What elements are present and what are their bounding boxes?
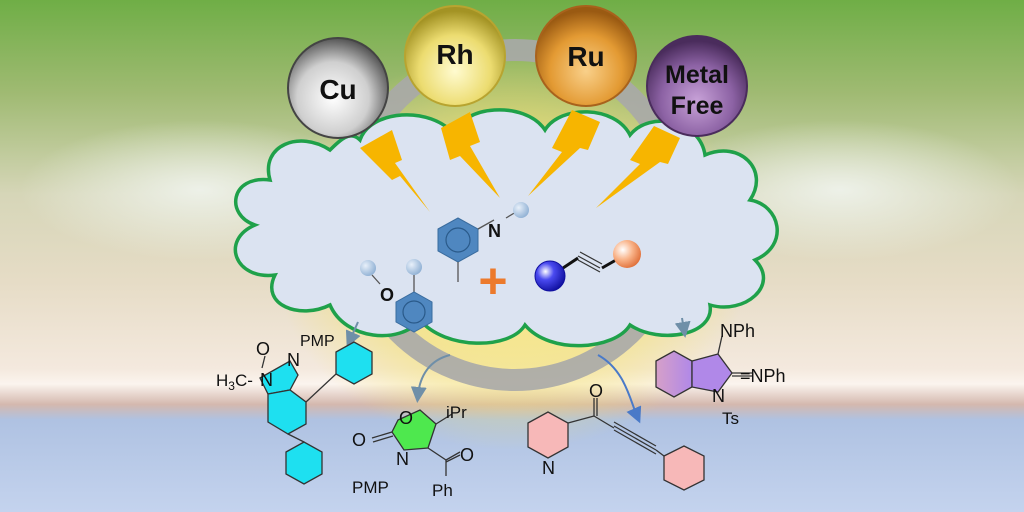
phenol-oxygen-label: O	[380, 285, 394, 305]
lightning-bolts	[360, 110, 680, 212]
substituent-ball-blue	[534, 260, 566, 292]
indoline-ts: Ts	[722, 409, 739, 428]
arrow-to-benzimidazolone	[345, 321, 361, 348]
product-oxazolone: O O N PMP iPr O Ph	[352, 403, 474, 500]
indoline-n: N	[712, 386, 725, 406]
oxazolone-ring-o: O	[399, 408, 413, 428]
product-benzimidazolone: O N PMP N H3C-	[216, 333, 373, 485]
indoline-imine-1: NPh	[720, 321, 755, 341]
aniline-reactant: N	[437, 202, 529, 282]
substituent-ball-orange	[613, 240, 641, 268]
catalyst-cu-label: Cu	[319, 74, 356, 105]
lightning-bolt-icon	[360, 130, 430, 212]
catalyst-metal-label: Metal	[665, 61, 729, 89]
oxazolone-ketone-o: O	[460, 445, 474, 465]
ynone-pyridine-n: N	[542, 458, 555, 478]
hydrogen-atom	[360, 260, 376, 276]
benzimidazolone-pmp: PMP	[300, 333, 335, 350]
methyl-group: H3C-	[216, 371, 253, 393]
oxazolone-pmp: PMP	[352, 478, 389, 497]
hydrogen-atom	[513, 202, 529, 218]
benzimidazolone-carbonyl-o: O	[256, 339, 270, 359]
catalyst-ru: Ru	[535, 5, 637, 107]
lightning-bolt-icon	[441, 112, 500, 198]
plus-sign: +	[478, 253, 507, 309]
oxazolone-n: N	[396, 449, 409, 469]
catalyst-rh: Rh	[404, 5, 506, 107]
oxazolone-carbonyl-o: O	[352, 430, 366, 450]
arrow-to-ynone	[597, 354, 642, 424]
reaction-cloud	[233, 108, 779, 348]
product-ynone: O N	[527, 381, 705, 491]
catalyst-metal-free: Metal Free	[646, 35, 748, 137]
catalyst-ru-label: Ru	[567, 41, 604, 72]
product-indoline: NPh =NPh N Ts	[655, 321, 786, 428]
amine-atom-label: N	[488, 221, 501, 241]
hydrogen-atom	[406, 259, 422, 275]
benzimidazolone-n-left: N	[260, 370, 273, 390]
oxazolone-ph: Ph	[432, 481, 453, 500]
benzimidazolone-n-top: N	[287, 350, 300, 370]
oxazolone-ipr: iPr	[446, 403, 467, 422]
ynone-ketone-o: O	[589, 381, 603, 401]
catalyst-free-label: Free	[671, 92, 724, 120]
indoline-imine-2: =NPh	[740, 366, 786, 386]
lightning-bolt-icon	[528, 110, 600, 196]
alkyne-reactant	[534, 240, 641, 292]
phenol-reactant: O	[360, 259, 433, 333]
arrow-to-indoline	[674, 317, 691, 338]
catalyst-rh-label: Rh	[436, 39, 473, 70]
lightning-bolt-icon	[596, 126, 680, 208]
arrow-to-oxazolone	[410, 354, 451, 403]
catalyst-cu: Cu	[287, 37, 389, 139]
